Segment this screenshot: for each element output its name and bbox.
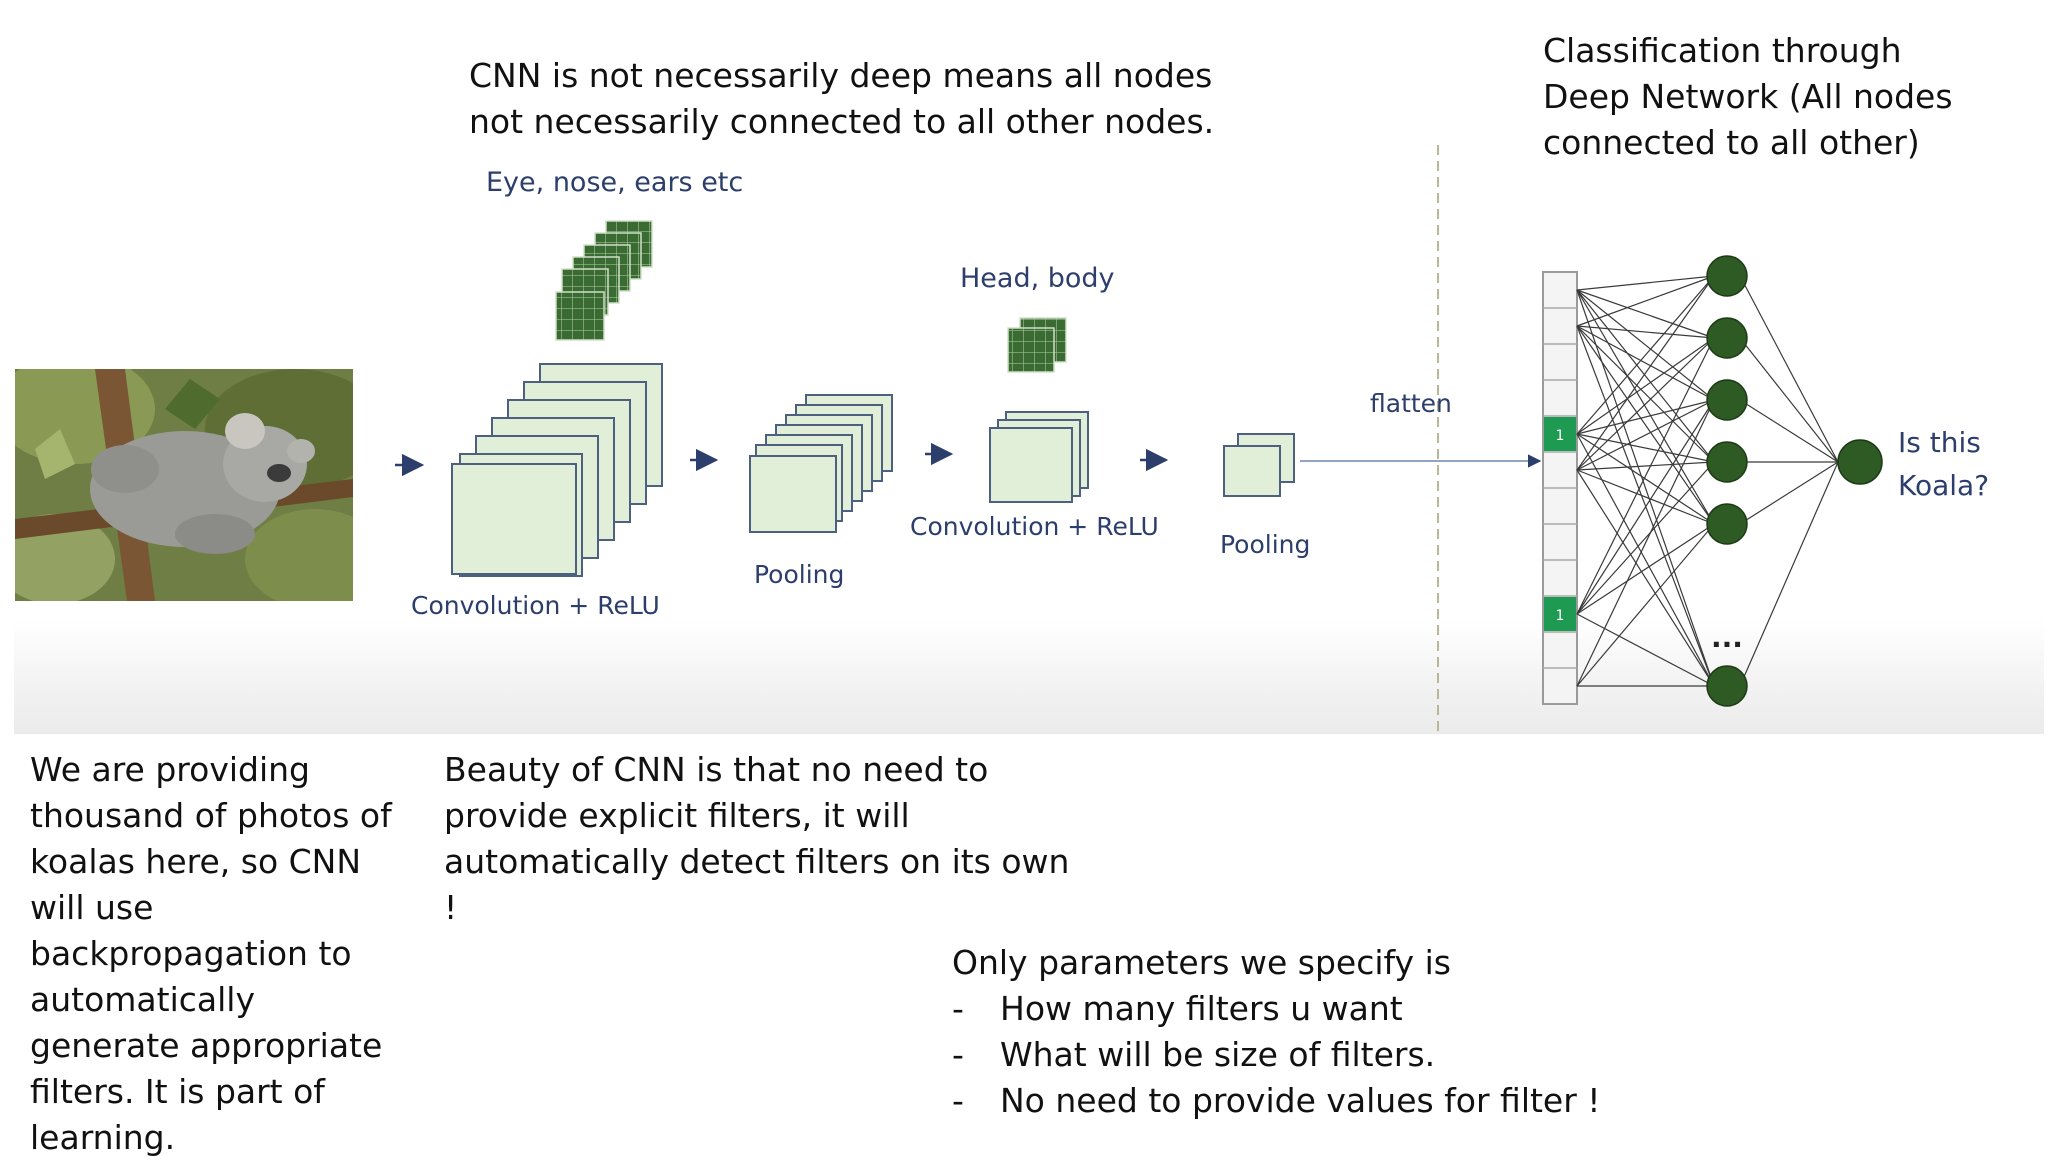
output-label-line2: Koala?	[1898, 469, 1989, 502]
label-pool1: Pooling	[754, 560, 845, 589]
parameters-item: -What will be size of filters.	[952, 1032, 1652, 1078]
ellipsis-label: ...	[1711, 621, 1743, 654]
parameters-list: -How many filters u want -What will be s…	[952, 986, 1652, 1124]
filter-stack-1	[555, 220, 653, 341]
note-deep-network: Classification through Deep Network (All…	[1543, 31, 1953, 162]
koala-photo	[15, 369, 353, 601]
label-pool2: Pooling	[1220, 530, 1311, 559]
note-koala-photos: We are providing thousand of photos of k…	[30, 750, 392, 1157]
flatten-active-cell	[1544, 417, 1576, 451]
dense-connections	[1576, 275, 1839, 687]
hidden-nodes	[1706, 255, 1748, 707]
parameters-item: -No need to provide values for filter !	[952, 1078, 1652, 1124]
conv2-feature-maps	[989, 411, 1089, 503]
label-eye-nose-ears: Eye, nose, ears etc	[486, 167, 744, 198]
parameters-item-text: No need to provide values for filter !	[1000, 1081, 1601, 1120]
label-head-body: Head, body	[960, 263, 1115, 294]
parameters-item: -How many filters u want	[952, 986, 1652, 1032]
output-node	[1837, 439, 1883, 485]
bullet-glyph: -	[952, 989, 964, 1028]
pool2-feature-maps	[1223, 433, 1295, 497]
hidden-node	[1706, 441, 1748, 483]
parameters-item-text: How many filters u want	[1000, 989, 1403, 1028]
step-arrows	[395, 442, 1169, 477]
label-conv1: Convolution + ReLU	[411, 591, 660, 620]
hidden-node	[1706, 665, 1748, 707]
hidden-node	[1706, 503, 1748, 545]
parameters-item-text: What will be size of filters.	[1000, 1035, 1436, 1074]
output-label-line1: Is this	[1898, 426, 1981, 459]
parameters-title: Only parameters we specify is	[952, 943, 1451, 982]
flatten-active-value: 1	[1556, 428, 1565, 444]
hidden-node	[1706, 255, 1748, 297]
flatten-active-value: 1	[1556, 608, 1565, 624]
note-cnn-not-deep: CNN is not necessarily deep means all no…	[469, 56, 1215, 141]
pool1-feature-maps	[749, 394, 893, 533]
filter-stack-2	[1007, 317, 1067, 373]
label-conv2: Convolution + ReLU	[910, 512, 1159, 541]
flatten-active-cell	[1544, 597, 1576, 631]
label-flatten: flatten	[1370, 389, 1452, 418]
flatten-vector: 1 1	[1542, 271, 1578, 705]
bullet-glyph: -	[952, 1081, 964, 1120]
hidden-node	[1706, 379, 1748, 421]
hidden-node	[1706, 317, 1748, 359]
bullet-glyph: -	[952, 1035, 964, 1074]
note-parameters: Only parameters we specify is -How many …	[952, 940, 1652, 1124]
note-beauty-of-cnn: Beauty of CNN is that no need to provide…	[444, 750, 1070, 927]
conv1-feature-maps	[451, 363, 663, 577]
